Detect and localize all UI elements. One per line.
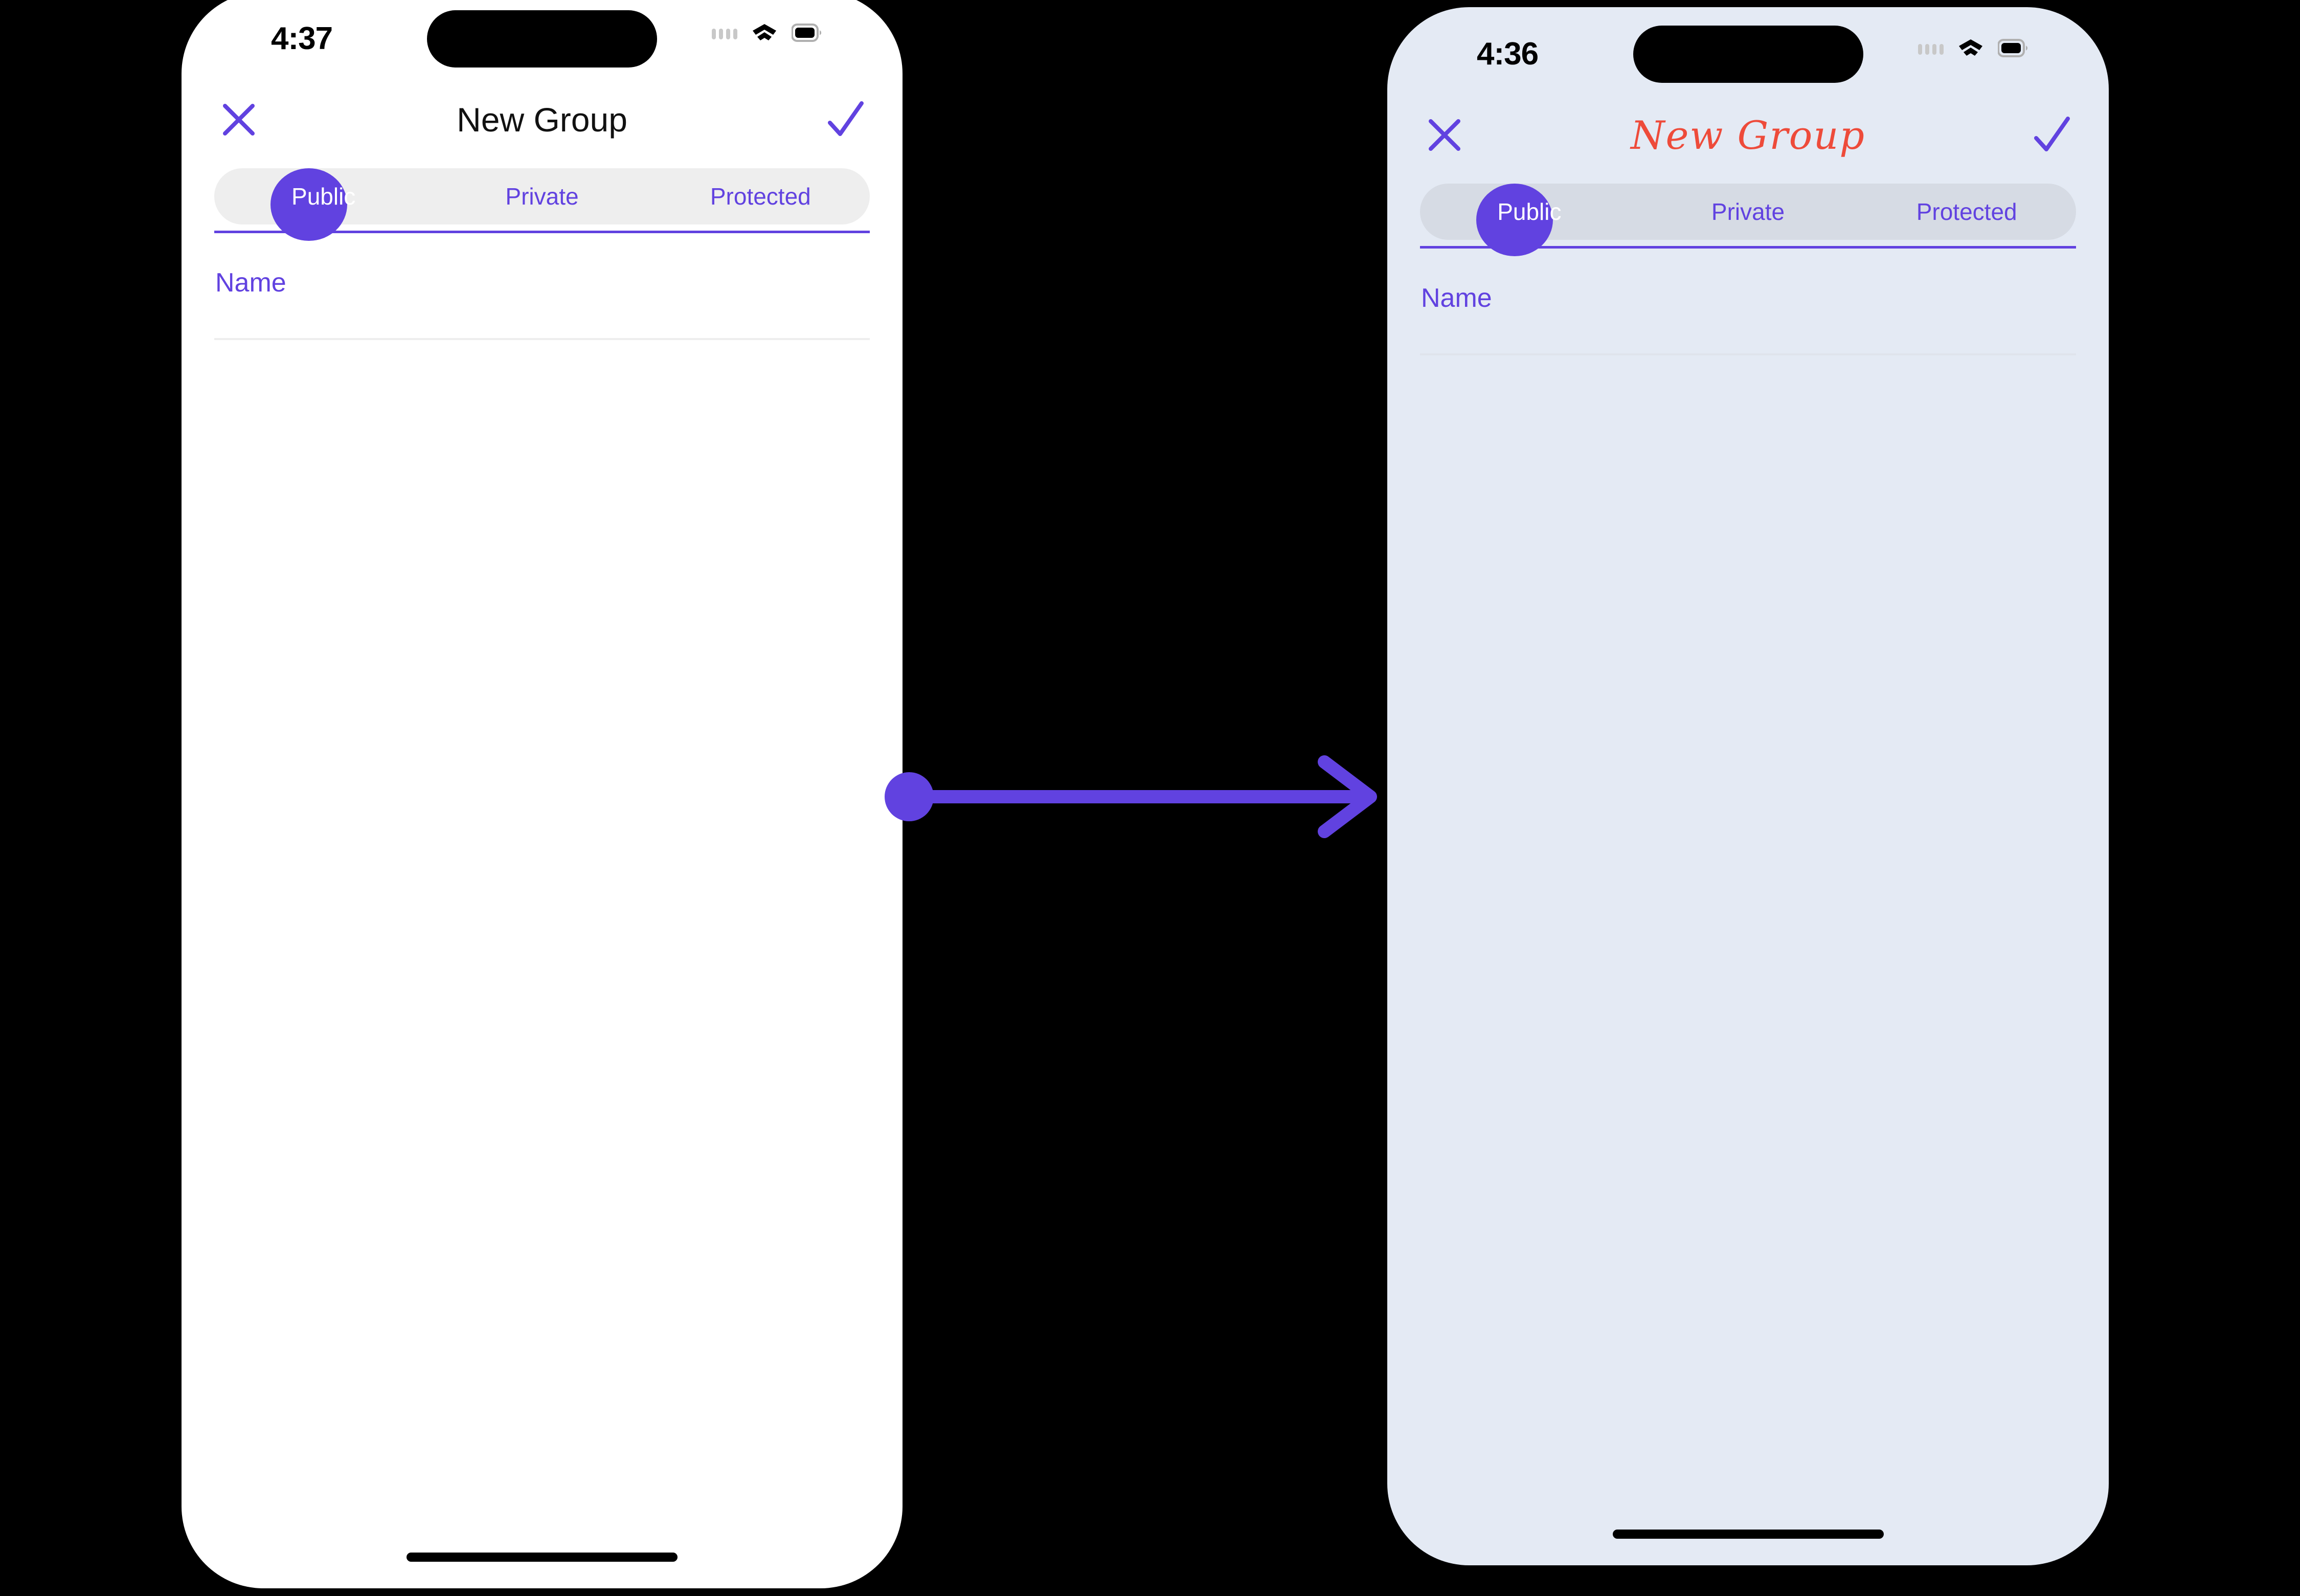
navigation-bar: New Group: [182, 81, 903, 158]
close-icon: [1429, 119, 1460, 151]
wifi-icon: [1957, 38, 1985, 61]
navigation-bar: New Group: [1387, 97, 2109, 173]
name-field-underline: [1420, 353, 2076, 355]
segmented-control[interactable]: Public Private Protected: [214, 161, 870, 241]
status-bar: 4:37: [182, 0, 903, 81]
battery-icon: [1997, 38, 2030, 61]
segmented-control-thumb: [1476, 184, 1553, 256]
home-indicator: [407, 1553, 678, 1562]
name-field-placeholder: Name: [215, 268, 286, 298]
status-time: 4:37: [271, 21, 333, 56]
segment-public[interactable]: Public: [1497, 198, 1562, 225]
dynamic-island: [427, 10, 657, 68]
status-bar: 4:36: [1387, 7, 2109, 97]
segmented-control-underline: [214, 231, 870, 233]
segmented-control-track: Public Private Protected: [1420, 184, 2076, 256]
close-button[interactable]: [1420, 110, 1469, 160]
wifi-icon: [751, 23, 778, 46]
name-field-placeholder: Name: [1421, 283, 1492, 313]
name-field-underline: [214, 338, 870, 340]
phone-screen-before: 4:37: [182, 0, 903, 1588]
battery-icon: [791, 23, 823, 46]
check-icon: [2034, 117, 2070, 151]
dynamic-island: [1633, 26, 1863, 83]
status-icons: [1918, 38, 2030, 61]
close-icon: [223, 104, 255, 136]
segmented-control-underline: [1420, 246, 2076, 249]
close-button[interactable]: [214, 95, 263, 144]
segmented-control-track: Public Private Protected: [214, 168, 870, 241]
name-field[interactable]: Name: [1420, 279, 2076, 355]
phone-screen-after: 4:36: [1387, 7, 2109, 1565]
segment-private[interactable]: Private: [505, 183, 579, 210]
page-title: New Group: [457, 101, 627, 139]
dots-icon: [1918, 44, 1944, 55]
home-indicator: [1612, 1530, 1884, 1539]
page-title: New Group: [1630, 112, 1866, 158]
dots-icon: [712, 29, 737, 39]
segment-private[interactable]: Private: [1711, 198, 1785, 225]
confirm-button[interactable]: [821, 95, 870, 144]
flow-arrow-head: [1318, 755, 1377, 838]
segmented-control-thumb: [270, 168, 347, 241]
segmented-control[interactable]: Public Private Protected: [1420, 176, 2076, 256]
segment-public[interactable]: Public: [291, 183, 356, 210]
segment-protected[interactable]: Protected: [1916, 198, 2017, 225]
status-time: 4:36: [1477, 36, 1539, 72]
flow-arrow: [885, 755, 1377, 838]
confirm-button[interactable]: [2027, 110, 2076, 160]
segment-protected[interactable]: Protected: [710, 183, 811, 210]
name-field[interactable]: Name: [214, 263, 870, 340]
check-icon: [828, 101, 864, 136]
status-icons: [712, 23, 823, 46]
